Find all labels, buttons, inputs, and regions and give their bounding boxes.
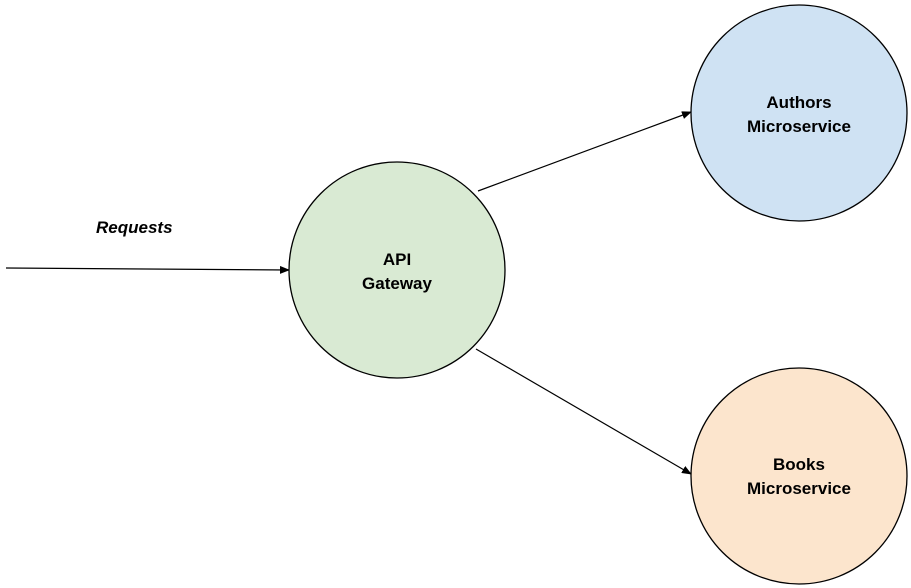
api-gateway-label-line2: Gateway [362,274,432,293]
books-microservice-circle [690,367,908,585]
authors-microservice-node: Authors Microservice [690,4,908,222]
authors-microservice-label-line1: Authors [766,93,831,112]
books-microservice-node: Books Microservice [690,367,908,585]
authors-microservice-label-line2: Microservice [747,117,851,136]
authors-microservice-circle [690,4,908,222]
api-gateway-circle [288,161,506,379]
books-microservice-label-line1: Books [773,455,825,474]
api-gateway-node: API Gateway [288,161,506,379]
requests-label: Requests [96,218,173,237]
books-microservice-label-line2: Microservice [747,479,851,498]
gateway-to-books-arrow [475,348,692,475]
gateway-to-authors-arrow [477,111,692,192]
requests-arrow [5,265,290,274]
api-gateway-label-line1: API [383,250,411,269]
